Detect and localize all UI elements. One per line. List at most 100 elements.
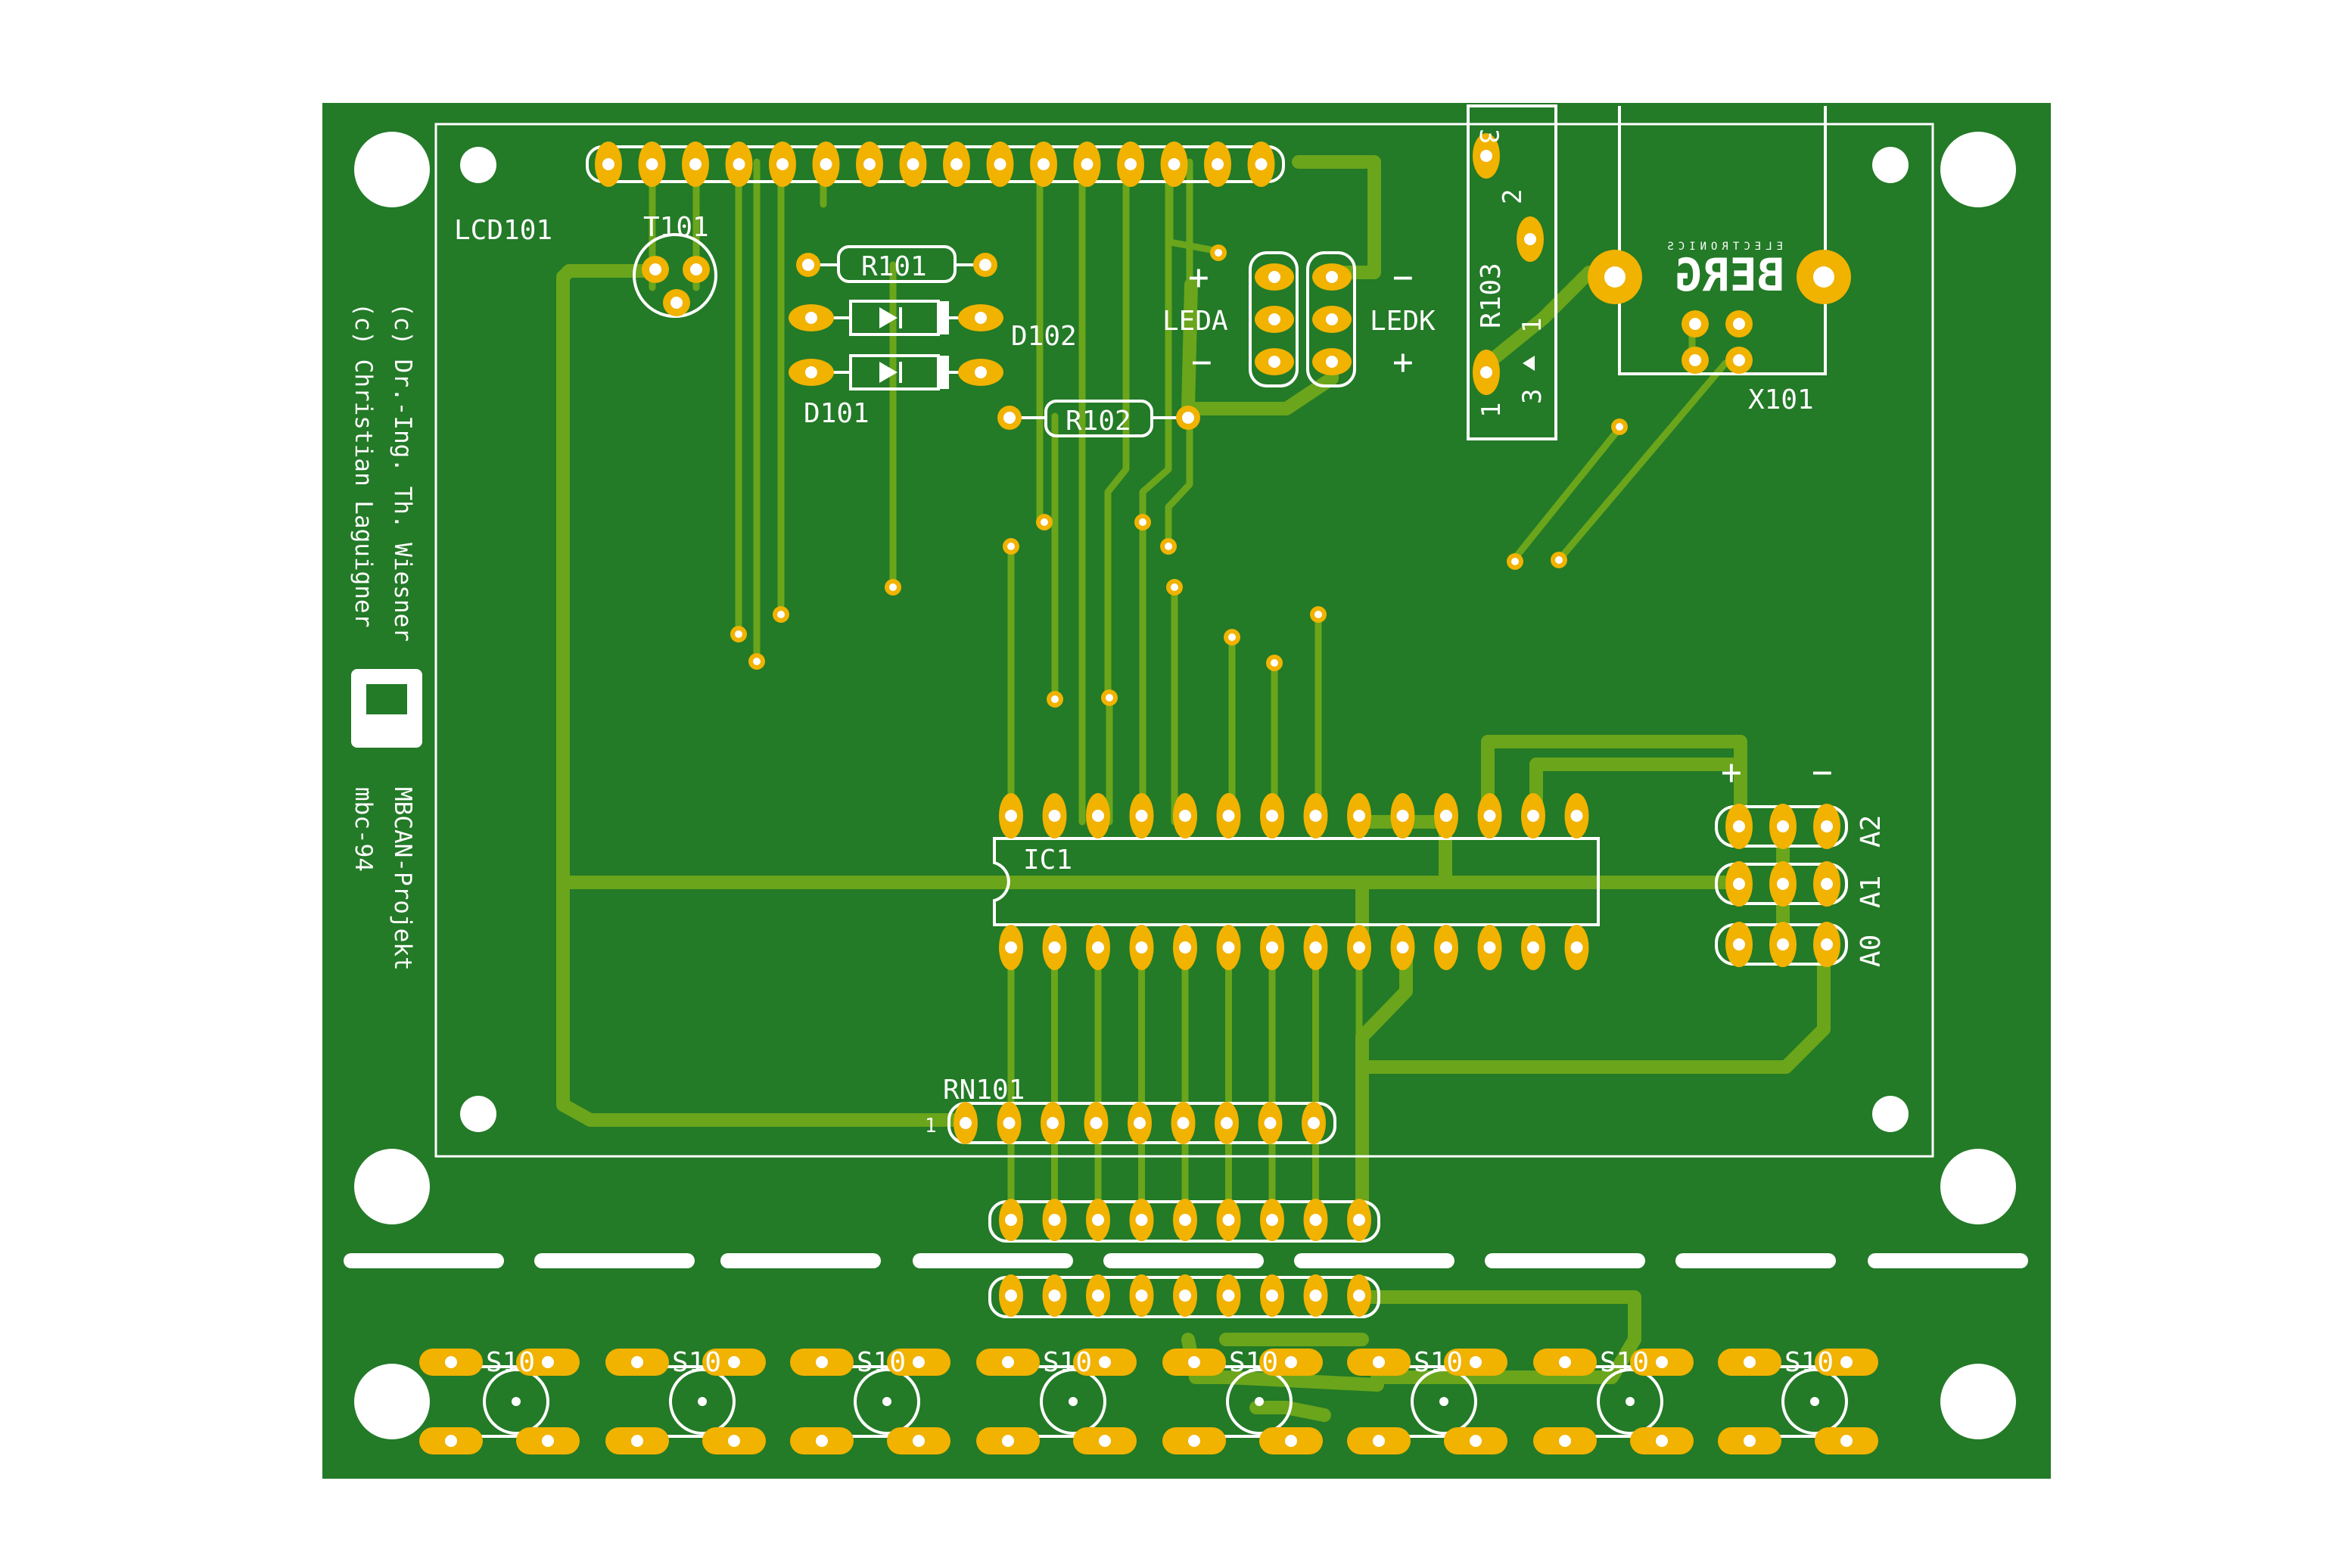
pad-drill	[960, 1117, 972, 1129]
via-drill	[1051, 695, 1059, 703]
silkscreen-labels: LCD101 T101 R101 D102 D101 R102 LEDA LED…	[350, 129, 1887, 1137]
pad-drill	[649, 263, 661, 275]
pushbutton-center	[698, 1397, 707, 1406]
pushbutton-label: S10	[486, 1347, 535, 1378]
pad-drill	[1125, 158, 1137, 170]
label-ledk: LEDK	[1370, 306, 1436, 337]
label-pot-pin1-top: 1	[1517, 318, 1548, 333]
pushbutton-icon	[669, 1368, 736, 1435]
pushbutton-center	[1255, 1397, 1264, 1406]
breakoff-slot	[1485, 1253, 1645, 1268]
pad-drill	[1099, 1435, 1111, 1447]
copper-trace	[1481, 735, 1747, 829]
pad-drill	[1353, 941, 1365, 954]
pushbutton-label: S10	[1414, 1347, 1463, 1378]
breakoff-slot	[1868, 1253, 2028, 1268]
pushbutton-icon	[483, 1368, 549, 1435]
signal-trace	[1139, 158, 1172, 526]
via-drill	[753, 658, 761, 665]
pushbutton-icon	[1597, 1368, 1663, 1435]
pad-drill	[913, 1435, 925, 1447]
label-r103: R103	[1476, 263, 1507, 328]
pad-drill	[1744, 1435, 1756, 1447]
pushbutton-center	[1069, 1397, 1078, 1406]
pad-drill	[1470, 1356, 1482, 1368]
pad-drill	[1440, 941, 1452, 954]
pushbutton-label: S10	[672, 1347, 721, 1378]
credit-line1: (c) Dr.-Ing. Th. Wiesner	[389, 303, 416, 642]
pad-drill	[1656, 1356, 1668, 1368]
via-drill	[1165, 543, 1172, 550]
pushbutton-label: S10	[857, 1347, 906, 1378]
mounting-hole-icon	[354, 1149, 430, 1224]
signal-trace	[1166, 158, 1215, 254]
mounting-hole-icon	[1940, 1364, 2016, 1439]
pad-drill	[1266, 941, 1278, 954]
pad-drill	[1483, 941, 1496, 954]
pad-drill	[1470, 1435, 1482, 1447]
pad-drill	[602, 158, 614, 170]
label-ic1: IC1	[1023, 845, 1072, 876]
pad-drill	[863, 158, 876, 170]
signal-trace	[1555, 359, 1729, 564]
pad-drill	[646, 158, 658, 170]
pad-drill	[1002, 1356, 1014, 1368]
pushbutton-icon	[1040, 1368, 1106, 1435]
pad-drill	[1092, 810, 1104, 822]
pad-drill	[631, 1435, 643, 1447]
pad-drill	[1480, 366, 1492, 378]
pushbutton-center	[882, 1397, 891, 1406]
label-d102: D102	[1011, 321, 1077, 352]
pad-drill	[1524, 233, 1536, 245]
via-drill	[1139, 518, 1146, 526]
pushbutton-label: S10	[1229, 1347, 1278, 1378]
signal-trace	[1510, 425, 1623, 564]
label-pot-pin2: 2	[1498, 189, 1528, 204]
pad-drill	[1092, 1290, 1104, 1302]
pad-drill	[1222, 1214, 1235, 1226]
pad-drill	[1005, 1214, 1017, 1226]
pad-drill	[979, 259, 991, 271]
diode-cathode-band	[938, 301, 949, 334]
pad-drill	[1268, 313, 1280, 325]
pad-drill	[805, 312, 817, 324]
lcd-mounting-hole-icon	[460, 1096, 496, 1132]
via-drill	[777, 611, 785, 618]
pad-drill	[1182, 412, 1194, 424]
pad-drill	[1285, 1435, 1297, 1447]
pad-drill	[542, 1356, 554, 1368]
via-drill	[1106, 694, 1113, 702]
pad-drill	[1483, 810, 1496, 822]
pad-drill	[1733, 938, 1745, 950]
pad-drill	[1092, 941, 1104, 954]
pushbutton-center	[512, 1397, 521, 1406]
logo-berg-brand: BERG	[1675, 249, 1785, 302]
label-rn101-pin1: 1	[925, 1115, 937, 1137]
pad-drill	[1840, 1435, 1853, 1447]
pad-drill	[1048, 810, 1061, 822]
pot-wiper-arrow	[1523, 356, 1535, 371]
pad-drill	[1135, 941, 1148, 954]
pad-drill	[445, 1435, 457, 1447]
pushbutton-center	[1810, 1397, 1819, 1406]
pad-drill	[1527, 941, 1539, 954]
label-pot-pin1-bottom: 1	[1476, 403, 1507, 418]
pad-drill	[1266, 1214, 1278, 1226]
pad-drill	[1570, 941, 1583, 954]
pad-drill	[1733, 354, 1745, 366]
breakoff-slot	[720, 1253, 881, 1268]
pad-drill	[1222, 810, 1235, 822]
leda-connector-outline	[1249, 251, 1299, 387]
logo-berg-sub: ELECTRONICS	[1663, 241, 1783, 253]
pad-drill	[1188, 1356, 1200, 1368]
pad-drill	[1222, 1290, 1235, 1302]
pad-drill	[1092, 1214, 1104, 1226]
pad-drill	[1308, 1117, 1320, 1129]
pad-drill	[1081, 158, 1094, 170]
pad-drill	[1134, 1117, 1146, 1129]
pushbutton-center	[1439, 1397, 1448, 1406]
via-drill	[1041, 518, 1048, 526]
pad-drill	[1821, 878, 1833, 890]
label-a2: A2	[1856, 815, 1887, 848]
